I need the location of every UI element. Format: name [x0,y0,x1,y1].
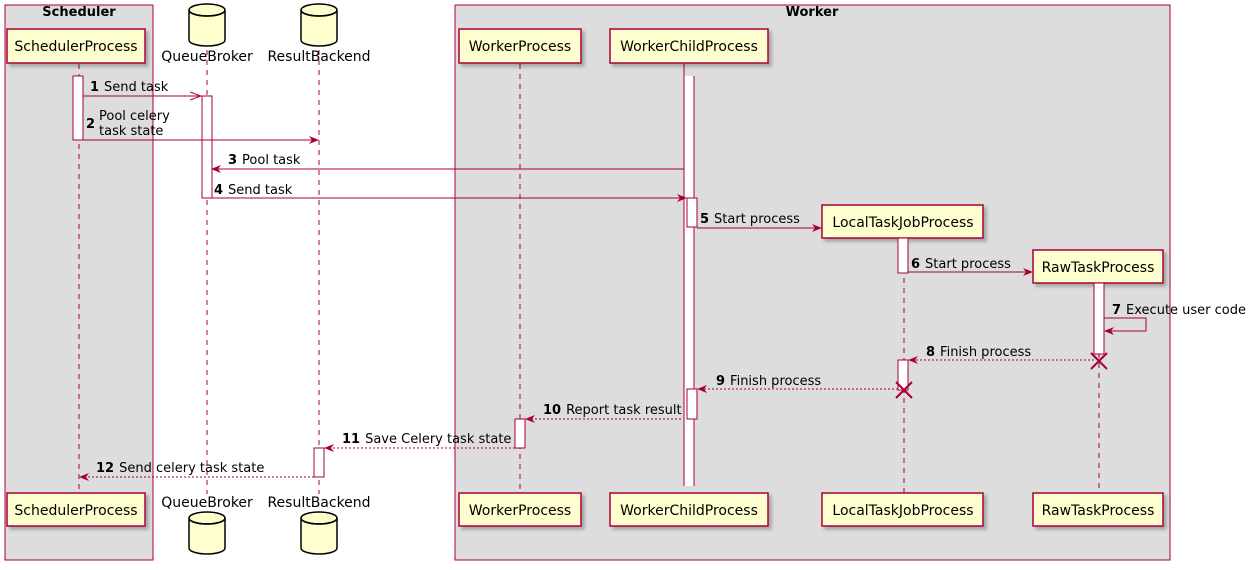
message-number-2: 2 [86,117,95,132]
database-icon [300,3,338,47]
participant-scheduler-process-bottom: SchedulerProcess [6,492,146,527]
activation-local-task-job-1 [897,237,909,274]
worker-box-title: Worker [786,5,839,20]
participant-local-task-job-process-bottom: LocalTaskJobProcess [821,492,984,527]
participant-label: LocalTaskJobProcess [832,503,973,519]
participant-scheduler-process-top: SchedulerProcess [6,28,146,64]
participant-label: QueueBroker [161,49,253,65]
lifeline-worker-child-process [683,64,695,486]
activation-worker-child-1 [686,197,698,228]
participant-label: RawTaskProcess [1042,260,1155,276]
participant-label: WorkerChildProcess [620,503,758,519]
scheduler-box-title: Scheduler [42,5,116,20]
participant-result-backend-top: ResultBackend [267,3,371,65]
message-label-2-line1: Pool celery [99,109,170,124]
participant-label: SchedulerProcess [14,39,137,55]
participant-worker-process-bottom: WorkerProcess [458,492,582,527]
activation-scheduler-process [72,75,84,141]
participant-label: QueueBroker [161,495,253,511]
participant-label: LocalTaskJobProcess [832,215,973,231]
participant-label: WorkerChildProcess [620,39,758,55]
database-icon [188,511,226,555]
participant-result-backend-bottom: ResultBackend [267,495,371,555]
participant-label: RawTaskProcess [1042,503,1155,519]
participant-raw-task-process-created: RawTaskProcess [1032,249,1164,284]
activation-raw-task [1093,282,1105,355]
participant-label: WorkerProcess [469,503,571,519]
participant-raw-task-process-bottom: RawTaskProcess [1032,492,1164,527]
destroy-x-local-task-job [895,381,913,399]
participant-label: ResultBackend [267,495,370,511]
activation-worker-child-2 [686,388,698,420]
participant-local-task-job-process-created: LocalTaskJobProcess [821,204,984,239]
message-label-2-line2: task state [99,124,163,139]
database-icon [300,511,338,555]
participant-worker-child-process-top: WorkerChildProcess [609,28,769,64]
participant-label: ResultBackend [267,49,370,65]
destroy-x-raw-task [1090,352,1108,370]
participant-queue-broker-top: QueueBroker [161,3,253,65]
database-icon [188,3,226,47]
message-arrow-7 [1104,317,1147,335]
participant-queue-broker-bottom: QueueBroker [161,495,253,555]
participant-label: SchedulerProcess [14,503,137,519]
activation-worker-process [514,418,526,449]
activation-queue-broker [201,95,213,199]
participant-worker-child-process-bottom: WorkerChildProcess [609,492,769,527]
participant-label: WorkerProcess [469,39,571,55]
activation-result-backend [313,447,325,478]
participant-worker-process-top: WorkerProcess [458,28,582,64]
